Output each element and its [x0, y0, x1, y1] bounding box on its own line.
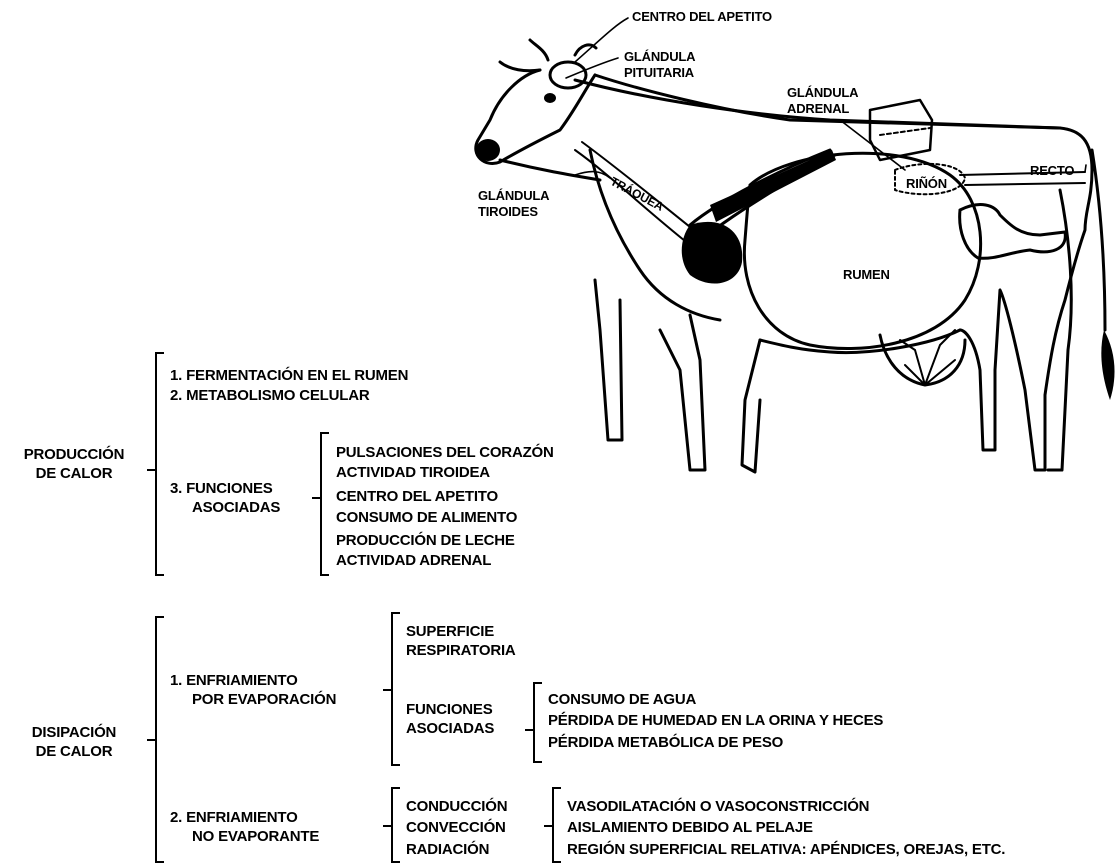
superficie-2: RESPIRATORIA — [406, 641, 516, 660]
bracket-evap — [384, 613, 399, 765]
label-centro-apetito: CENTRO DEL APETITO — [632, 9, 772, 25]
evap-funciones-2: ASOCIADAS — [406, 719, 494, 738]
factor-1: VASODILATACIÓN O VASOCONSTRICCIÓN — [567, 797, 869, 816]
cow-front-leg-back — [595, 280, 622, 440]
noevap-title-1: 2. ENFRIAMIENTO — [170, 808, 298, 827]
superficie-1: SUPERFICIE — [406, 622, 494, 641]
produccion-title-2: DE CALOR — [4, 464, 144, 483]
label-rinon: RIÑÓN — [906, 176, 947, 192]
cow-lung-dark — [682, 222, 743, 284]
cow-nose — [476, 139, 500, 161]
label-tiroides-2: TIROIDES — [478, 204, 538, 220]
produccion-item-2: 2. METABOLISMO CELULAR — [170, 386, 369, 405]
mecanismo-2: CONVECCIÓN — [406, 818, 506, 837]
disipacion-title-1: DISIPACIÓN — [4, 723, 144, 742]
evap-funciones-1: FUNCIONES — [406, 700, 493, 719]
cow-adrenal-dash — [880, 128, 930, 135]
cow-tail — [1092, 150, 1105, 330]
cow-ear — [500, 62, 540, 71]
cow-neck-underline — [500, 160, 600, 180]
label-adrenal-1: GLÁNDULA — [787, 85, 858, 101]
label-recto: RECTO — [1030, 163, 1074, 179]
produccion-title-1: PRODUCCIÓN — [4, 445, 144, 464]
funcion-6: ACTIVIDAD ADRENAL — [336, 551, 491, 570]
disipacion-title-2: DE CALOR — [4, 742, 144, 761]
produccion-item-3-2: ASOCIADAS — [192, 498, 280, 517]
leader-pituitaria — [566, 58, 618, 78]
cow-lung-dark-2 — [710, 150, 836, 222]
evap-funcion-1: CONSUMO DE AGUA — [548, 690, 696, 709]
factor-3: REGIÓN SUPERFICIAL RELATIVA: APÉNDICES, … — [567, 840, 1005, 859]
funcion-5: PRODUCCIÓN DE LECHE — [336, 531, 515, 550]
bracket-produccion — [148, 353, 163, 575]
label-tiroides-1: GLÁNDULA — [478, 188, 549, 204]
leader-adrenal — [840, 120, 905, 170]
cow-tail-tuft — [1101, 330, 1114, 400]
label-pituitaria-1: GLÁNDULA — [624, 49, 695, 65]
factor-2: AISLAMIENTO DEBIDO AL PELAJE — [567, 818, 813, 837]
cow-horn — [530, 40, 548, 60]
bracket-funciones — [313, 433, 328, 575]
funcion-4: CONSUMO DE ALIMENTO — [336, 508, 517, 527]
cow-rectum-2 — [965, 183, 1085, 185]
evap-title-1: 1. ENFRIAMIENTO — [170, 671, 298, 690]
noevap-title-2: NO EVAPORANTE — [192, 827, 319, 846]
cow-front-leg-left — [660, 315, 705, 470]
funcion-1: PULSACIONES DEL CORAZÓN — [336, 443, 554, 462]
leader-recto — [1085, 165, 1086, 172]
label-adrenal-2: ADRENAL — [787, 101, 849, 117]
mecanismo-3: RADIACIÓN — [406, 840, 489, 859]
label-pituitaria-2: PITUITARIA — [624, 65, 694, 81]
cow-eye — [544, 93, 556, 103]
bracket-noevap-factores — [545, 788, 560, 862]
evap-title-2: POR EVAPORACIÓN — [192, 690, 336, 709]
evap-funcion-2: PÉRDIDA DE HUMEDAD EN LA ORINA Y HECES — [548, 711, 883, 730]
cow-front-leg-right — [742, 340, 760, 472]
bracket-noevap — [384, 788, 399, 862]
label-rumen: RUMEN — [843, 267, 890, 283]
funcion-2: ACTIVIDAD TIROIDEA — [336, 463, 490, 482]
funcion-3: CENTRO DEL APETITO — [336, 487, 498, 506]
bracket-disipacion — [148, 617, 163, 862]
produccion-item-3-1: 3. FUNCIONES — [170, 479, 273, 498]
leader-centro — [575, 18, 628, 62]
produccion-item-1: 1. FERMENTACIÓN EN EL RUMEN — [170, 366, 408, 385]
mecanismo-1: CONDUCCIÓN — [406, 797, 507, 816]
cow-eye-socket — [550, 62, 586, 88]
bracket-evap-funciones — [526, 683, 541, 762]
evap-funcion-3: PÉRDIDA METABÓLICA DE PESO — [548, 733, 783, 752]
